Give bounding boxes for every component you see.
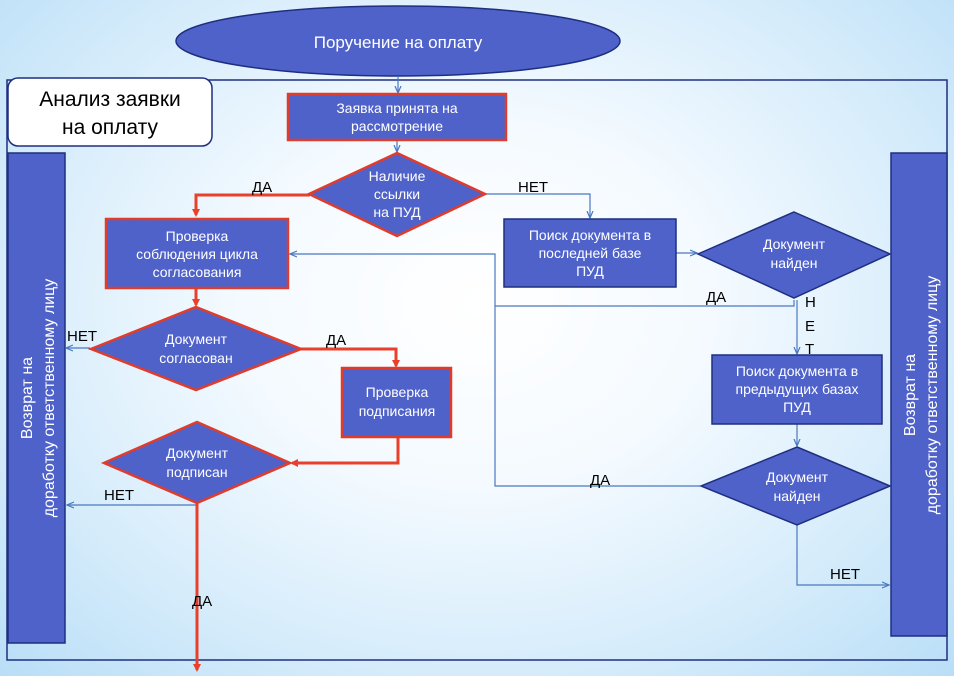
node-search-last-line-1: Поиск документа в — [529, 227, 651, 243]
label-net-vertical-3: Т — [805, 341, 814, 358]
connector-found2-da — [290, 254, 700, 487]
node-doc-signed — [100, 420, 294, 505]
label-net-2: НЕТ — [67, 328, 97, 345]
label-net-1: НЕТ — [518, 179, 548, 196]
label-da-5: ДА — [590, 472, 610, 489]
node-check-cycle-line-1: Проверка — [166, 228, 229, 244]
node-search-prev — [711, 354, 883, 425]
node-check-signing-line-2: подписания — [359, 403, 436, 419]
label-net-vertical-2: Е — [805, 318, 815, 335]
node-doc-found-1-line-2: найден — [770, 255, 817, 271]
side-panel-left — [7, 152, 66, 644]
node-check-signing-line-1: Проверка — [366, 384, 429, 400]
node-check-signing — [340, 366, 453, 439]
node-doc-found-2-line-2: найден — [773, 488, 820, 504]
node-doc-signed-line-1: Документ — [166, 445, 229, 461]
section-title-box — [7, 77, 213, 147]
label-net-4: НЕТ — [830, 566, 860, 583]
label-da-2: ДА — [326, 332, 346, 349]
node-pud-link-line-1: Наличие — [369, 168, 426, 184]
side-panel-right — [890, 152, 948, 637]
node-doc-found-1-line-1: Документ — [763, 236, 826, 252]
node-doc-found-2-line-1: Документ — [766, 469, 829, 485]
side-right-line-1: Возврат на — [902, 354, 919, 436]
label-da-3: ДА — [192, 593, 212, 610]
node-request-accepted-line-1: Заявка принята на — [336, 100, 458, 116]
label-net-3: НЕТ — [104, 487, 134, 504]
connector-signing-to-signed — [290, 437, 400, 467]
node-pud-link — [306, 151, 488, 238]
section-title-line-1: Анализ заявки — [39, 88, 180, 111]
node-check-cycle-line-2: соблюдения цикла — [136, 246, 258, 262]
label-net-vertical-1: Н — [805, 294, 816, 311]
side-left-line-2: доработку ответственному лицу — [41, 279, 58, 518]
side-right-line-2: доработку ответственному лицу — [924, 276, 941, 515]
node-check-cycle — [104, 217, 290, 290]
node-doc-agreed — [87, 305, 305, 392]
node-search-prev-line-3: ПУД — [783, 399, 811, 415]
node-check-cycle-line-3: согласования — [153, 264, 242, 280]
node-search-prev-line-1: Поиск документа в — [736, 363, 858, 379]
node-search-last-line-3: ПУД — [576, 263, 604, 279]
node-search-prev-line-2: предыдущих базах — [735, 381, 858, 397]
connector-agreed-da — [301, 347, 400, 368]
section-title-line-2: на оплату — [62, 116, 158, 139]
node-request-accepted — [286, 92, 508, 142]
node-search-last-line-2: последней базе — [539, 245, 642, 261]
side-left-line-1: Возврат на — [19, 357, 36, 439]
node-doc-found-1 — [696, 211, 892, 299]
node-doc-signed-line-2: подписан — [166, 464, 227, 480]
label-da-1: ДА — [252, 179, 272, 196]
connector-found1-da — [495, 300, 795, 307]
label-da-4: ДА — [706, 289, 726, 306]
connector-found2-net — [796, 525, 889, 585]
node-search-last — [503, 218, 677, 288]
node-pud-link-line-2: ссылки — [374, 186, 420, 202]
start-label: Поручение на оплату — [314, 33, 483, 52]
connector-link-da — [192, 193, 310, 217]
node-doc-agreed-line-2: согласован — [159, 350, 232, 366]
node-doc-agreed-line-1: Документ — [165, 331, 228, 347]
node-request-accepted-line-2: рассмотрение — [351, 118, 443, 134]
node-doc-found-2 — [699, 446, 892, 526]
node-pud-link-line-3: на ПУД — [373, 204, 421, 220]
connector-link-net — [485, 193, 590, 218]
